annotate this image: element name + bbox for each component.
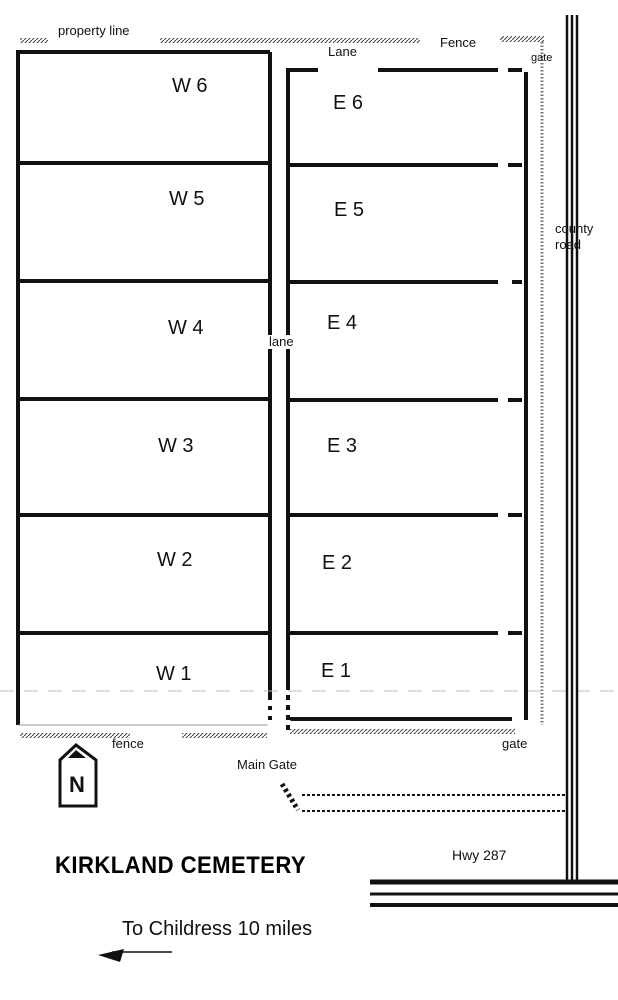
property-line-label: property line bbox=[58, 23, 130, 38]
map-title: KIRKLAND CEMETERY bbox=[55, 852, 307, 879]
property-line-fence bbox=[20, 36, 544, 738]
section-w2: W 2 bbox=[157, 549, 193, 571]
main-gate-icon bbox=[279, 782, 301, 812]
highway-287 bbox=[370, 879, 618, 907]
fence-bottom-label: fence bbox=[112, 736, 144, 751]
county-road-label-line2: road bbox=[555, 237, 582, 252]
county-road-label: county road bbox=[555, 221, 593, 253]
gate-top-label: gate bbox=[531, 52, 553, 64]
west-block bbox=[16, 50, 272, 725]
section-e4: E 4 bbox=[327, 312, 358, 334]
main-gate-road bbox=[302, 794, 566, 812]
section-e5: E 5 bbox=[334, 199, 365, 221]
section-w3: W 3 bbox=[158, 435, 194, 457]
county-road bbox=[565, 15, 579, 880]
north-label: N bbox=[69, 772, 85, 797]
main-gate-label: Main Gate bbox=[237, 757, 297, 772]
east-block bbox=[286, 68, 528, 730]
section-w5: W 5 bbox=[169, 188, 205, 210]
north-marker-icon bbox=[58, 743, 98, 808]
section-e3: E 3 bbox=[327, 435, 358, 457]
section-w1: W 1 bbox=[156, 663, 192, 685]
fence-top-label: Fence bbox=[440, 35, 477, 50]
lane-top-label: Lane bbox=[328, 44, 357, 59]
county-road-label-line1: county bbox=[555, 221, 594, 236]
east-row-ends bbox=[508, 68, 522, 635]
west-arrow bbox=[98, 949, 172, 962]
gate-bottom-label: gate bbox=[502, 736, 528, 751]
section-w6: W 6 bbox=[172, 75, 208, 97]
highway-label: Hwy 287 bbox=[452, 847, 507, 863]
section-e6: E 6 bbox=[333, 92, 364, 114]
destination-label: To Childress 10 miles bbox=[122, 918, 313, 940]
section-w4: W 4 bbox=[168, 317, 204, 339]
north-marker-tip bbox=[68, 750, 86, 758]
lane-middle-label: lane bbox=[268, 334, 295, 349]
section-e2: E 2 bbox=[322, 552, 353, 574]
section-e1: E 1 bbox=[321, 660, 352, 682]
